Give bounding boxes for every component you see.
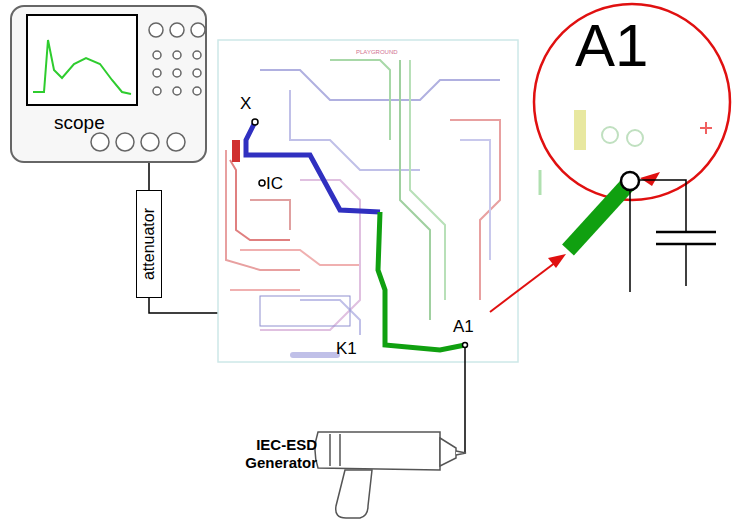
wire [640, 180, 686, 232]
green-trace [378, 212, 465, 350]
pcb-part [260, 296, 350, 326]
blue-trace [246, 122, 380, 212]
pcb-part [232, 140, 240, 162]
zoom-label: A1 [575, 16, 648, 76]
pcb [218, 40, 518, 362]
zoom-part [627, 130, 643, 146]
test-point-label: IC [266, 175, 283, 192]
zoom-part [640, 172, 660, 186]
generator-label: IEC-ESD Generator [222, 436, 317, 472]
scope-screen [27, 15, 137, 105]
zoom-arrow [548, 254, 566, 268]
oscilloscope: scope [10, 5, 207, 163]
plus-mark [700, 122, 712, 134]
node-text: attenuator [141, 208, 157, 280]
scope-buttons [91, 23, 205, 151]
wire [629, 190, 631, 292]
test-point [259, 180, 265, 186]
node-text: scope [54, 113, 105, 132]
scope-body [10, 5, 207, 163]
zoom-circle [534, 4, 730, 200]
test-point [463, 343, 468, 348]
part-label: K1 [336, 340, 357, 357]
capacitor-symbol [656, 232, 716, 244]
part-label: A1 [453, 318, 474, 335]
pcb-part [290, 352, 340, 358]
test-point [252, 119, 258, 125]
zoom-part [602, 127, 618, 143]
zoom-part [574, 110, 586, 150]
green-trace-zoom [568, 182, 630, 250]
pcb-traces [226, 60, 500, 335]
test-point [621, 172, 639, 190]
test-point-label: X [240, 95, 251, 112]
waveform [33, 40, 131, 94]
zoom-arrow [490, 262, 556, 312]
board-watermark: PLAYGROUND [356, 49, 398, 55]
probe-cable [149, 163, 150, 190]
esd-gun [315, 432, 466, 518]
attenuator-box: attenuator [136, 190, 162, 298]
generator-wire [464, 348, 466, 453]
wire [685, 244, 687, 286]
zoom-part [539, 170, 542, 195]
